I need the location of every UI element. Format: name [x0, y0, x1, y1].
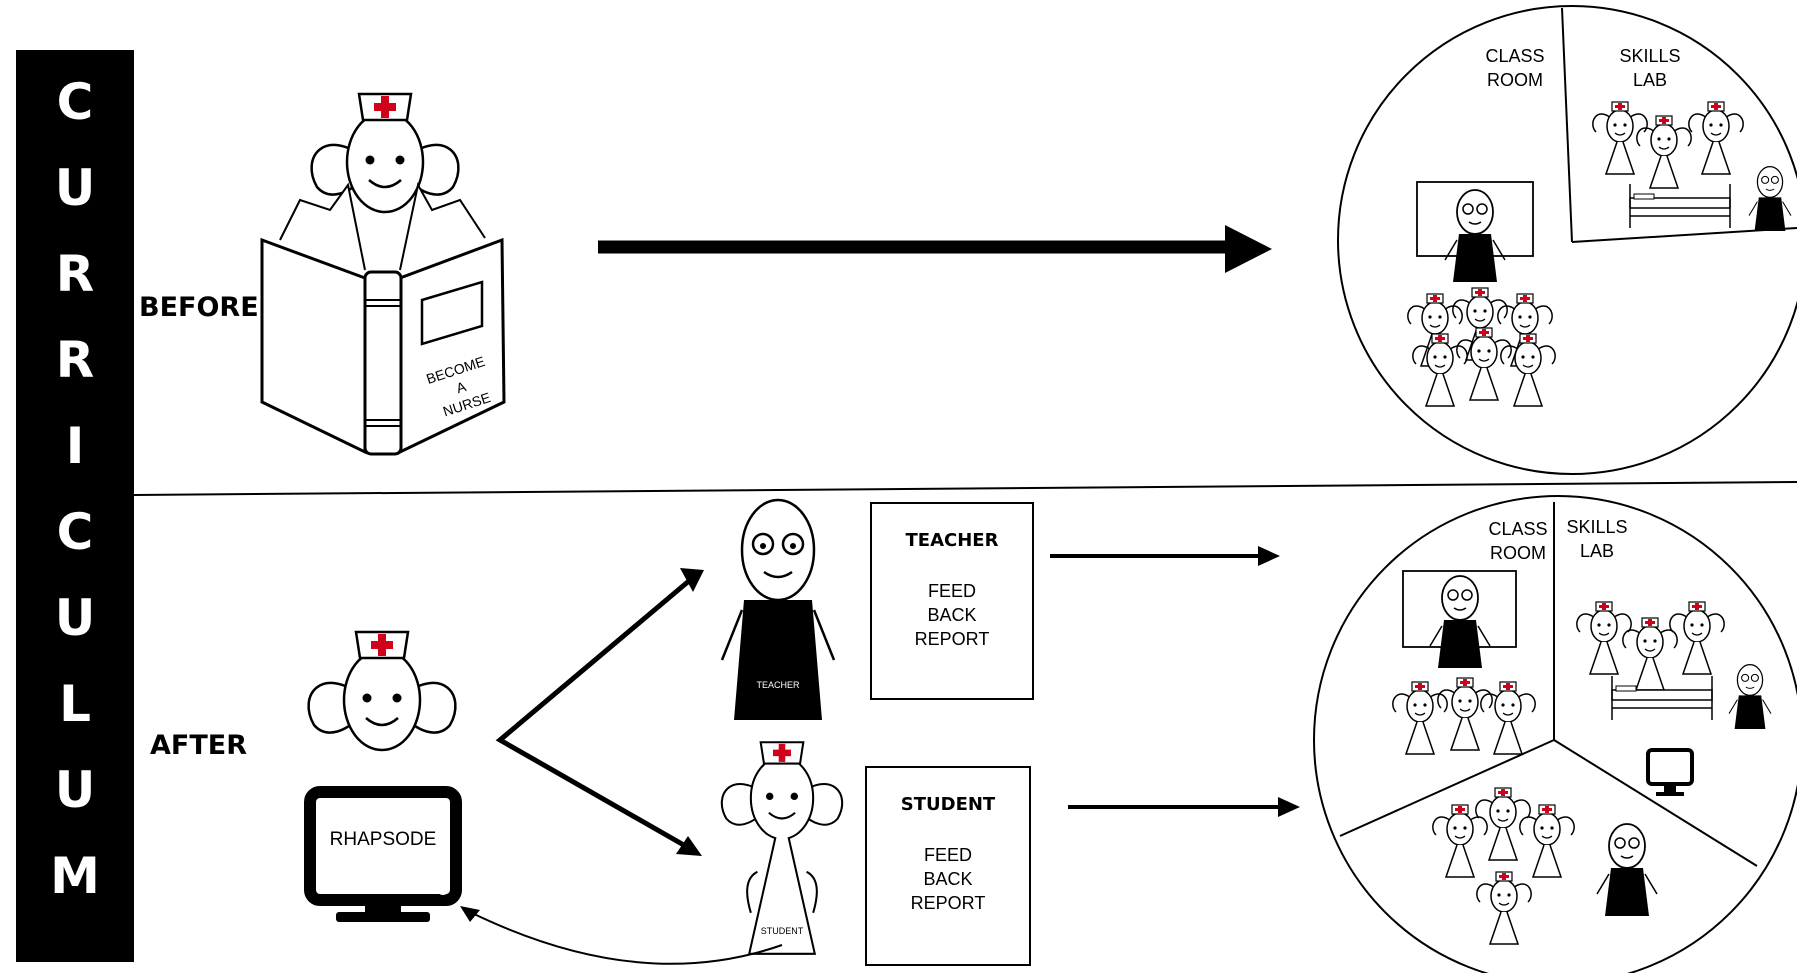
nurse-figure [310, 92, 460, 214]
title-letter: R [55, 331, 95, 389]
report-title: TEACHER [905, 530, 999, 551]
after-learning-environment: CLASS ROOM SKILLS LAB [1313, 495, 1797, 973]
nurse-figure [1412, 333, 1468, 407]
nurse-figure [1437, 677, 1493, 751]
teacher-figure [1748, 165, 1792, 232]
nurse-figure [1592, 101, 1648, 175]
student-feedback-report: STUDENT FEED BACK REPORT [865, 766, 1031, 966]
title-letter: U [54, 589, 96, 647]
nurse-figure [1476, 871, 1532, 945]
teacher-figure [1596, 823, 1658, 917]
nurse-figure [1432, 804, 1488, 878]
nurse-figure [1636, 115, 1692, 189]
computer-monitor-icon [1646, 748, 1694, 798]
skills-lab-label: LAB [1580, 541, 1614, 561]
title-letter: C [56, 73, 94, 131]
skills-lab-label: SKILLS [1619, 46, 1680, 66]
title-letter: L [59, 675, 91, 733]
before-label: BEFORE [139, 292, 259, 323]
before-learning-environment: CLASS ROOM SKILLS LAB [1337, 5, 1797, 475]
computer-monitor-icon: RHAPSODE [304, 786, 462, 922]
arrow [460, 906, 783, 965]
arrow [495, 568, 704, 856]
class-room-label: CLASS [1485, 46, 1544, 66]
title-letter: I [65, 417, 85, 475]
bed-icon [1629, 183, 1731, 229]
nurse-figure [1688, 101, 1744, 175]
arrow [1068, 797, 1300, 817]
nurse-figure [307, 630, 457, 752]
book-icon: BECOME A NURSE [260, 182, 506, 456]
arrow [1050, 546, 1280, 566]
figure-tag: TEACHER [756, 680, 800, 690]
after-label: AFTER [150, 730, 247, 761]
skills-lab-label: SKILLS [1566, 517, 1627, 537]
class-room-label: CLASS [1488, 519, 1547, 539]
nurse-figure [1392, 681, 1448, 755]
section-divider [133, 481, 1797, 496]
title-letter: R [55, 245, 95, 303]
title-letter: C [56, 503, 94, 561]
title-letter: U [54, 159, 96, 217]
title-letter: M [50, 847, 100, 905]
monitor-label: RHAPSODE [330, 829, 437, 850]
skills-lab-label: LAB [1633, 70, 1667, 90]
teacher-feedback-report: TEACHER FEED BACK REPORT [870, 502, 1034, 700]
curriculum-title-bar: C U R R I C U L U M [16, 50, 134, 962]
report-title: STUDENT [900, 794, 996, 815]
report-body: FEED BACK REPORT [914, 581, 990, 649]
nurse-figure [1475, 787, 1531, 861]
nurse-figure: STUDENT [722, 742, 842, 954]
report-body: FEED BACK REPORT [910, 845, 986, 913]
figure-tag: STUDENT [761, 926, 804, 936]
class-room-label: ROOM [1490, 543, 1546, 563]
class-room-label: ROOM [1487, 70, 1543, 90]
arrow [598, 225, 1272, 273]
teacher-figure [1728, 663, 1772, 730]
title-letter: U [54, 761, 96, 819]
nurse-figure [1500, 333, 1556, 407]
nurse-figure [1669, 601, 1725, 675]
teacher-figure: TEACHER [720, 498, 836, 722]
